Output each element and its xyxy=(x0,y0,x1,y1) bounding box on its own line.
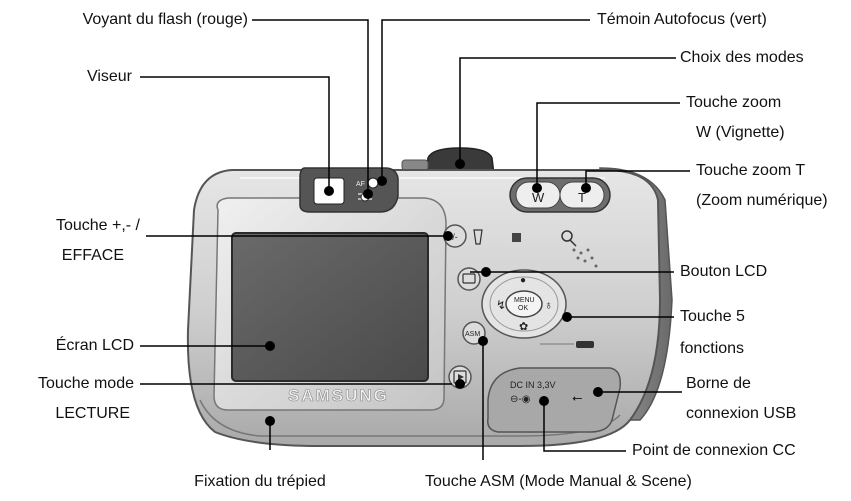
label-zoom-w-line1: Touche zoom xyxy=(686,94,782,111)
label-usb-line1: Borne de xyxy=(686,375,751,392)
label-zoom-t-line2: (Zoom numérique) xyxy=(696,192,828,209)
thumbnail-icon xyxy=(512,233,521,242)
label-play-mode-line1: Touche mode xyxy=(37,375,134,392)
svg-text:OK: OK xyxy=(518,305,528,312)
label-five-function-line2: fonctions xyxy=(680,340,745,357)
label-lcd-screen: Écran LCD xyxy=(55,337,134,354)
macro-icon: ✿ xyxy=(519,321,528,333)
connector-cover xyxy=(486,367,622,433)
brand-logo: SAMSUNG xyxy=(288,386,389,405)
speaker-grille xyxy=(572,248,598,268)
mic-icon: ● xyxy=(520,275,526,286)
zoom-t-button xyxy=(559,181,605,209)
label-plus-minus-line1: Touche +,- / xyxy=(55,217,140,234)
label-flash-lamp: Voyant du flash (rouge) xyxy=(82,11,248,28)
svg-text:MENU: MENU xyxy=(514,297,535,304)
label-mode-dial: Choix des modes xyxy=(680,49,804,66)
label-five-function-line1: Touche 5 xyxy=(680,308,745,325)
label-viewfinder: Viseur xyxy=(86,68,132,85)
magnifier-icon xyxy=(561,230,573,242)
label-zoom-t-line1: Touche zoom T xyxy=(696,162,806,179)
svg-text:W: W xyxy=(532,190,545,205)
label-asm-button: Touche ASM (Mode Manual & Scene) xyxy=(425,473,692,490)
svg-text:DC IN 3,3V: DC IN 3,3V xyxy=(510,380,556,390)
svg-text:ASM: ASM xyxy=(465,331,480,338)
af-lamp xyxy=(367,177,379,189)
top-bump xyxy=(401,159,429,171)
leader-dots xyxy=(265,159,603,426)
trash-icon xyxy=(473,229,483,245)
timer-icon: ♁ xyxy=(544,298,553,312)
label-lcd-button: Bouton LCD xyxy=(680,263,768,280)
play-pause-label xyxy=(576,341,594,348)
usb-icon: ⭠ xyxy=(572,390,582,405)
label-usb-line2: connexion USB xyxy=(686,405,797,422)
label-tripod: Fixation du trépied xyxy=(194,473,326,490)
dc-polarity-icon: ⊖‑◉ xyxy=(510,394,531,405)
label-play-mode-line2: LECTURE xyxy=(55,405,130,422)
label-dc-point: Point de connexion CC xyxy=(632,442,796,459)
leader-lines xyxy=(140,19,690,460)
lcd-screen xyxy=(231,232,429,382)
label-af-lamp: Témoin Autofocus (vert) xyxy=(597,11,767,28)
menu-ok-button xyxy=(505,290,543,318)
svg-text:AF: AF xyxy=(356,181,365,188)
label-plus-minus-line2: EFFACE xyxy=(61,247,124,264)
svg-text:T: T xyxy=(578,190,586,205)
flash-icon: ↯ xyxy=(496,298,506,312)
label-zoom-w-line2: W (Vignette) xyxy=(696,124,785,141)
